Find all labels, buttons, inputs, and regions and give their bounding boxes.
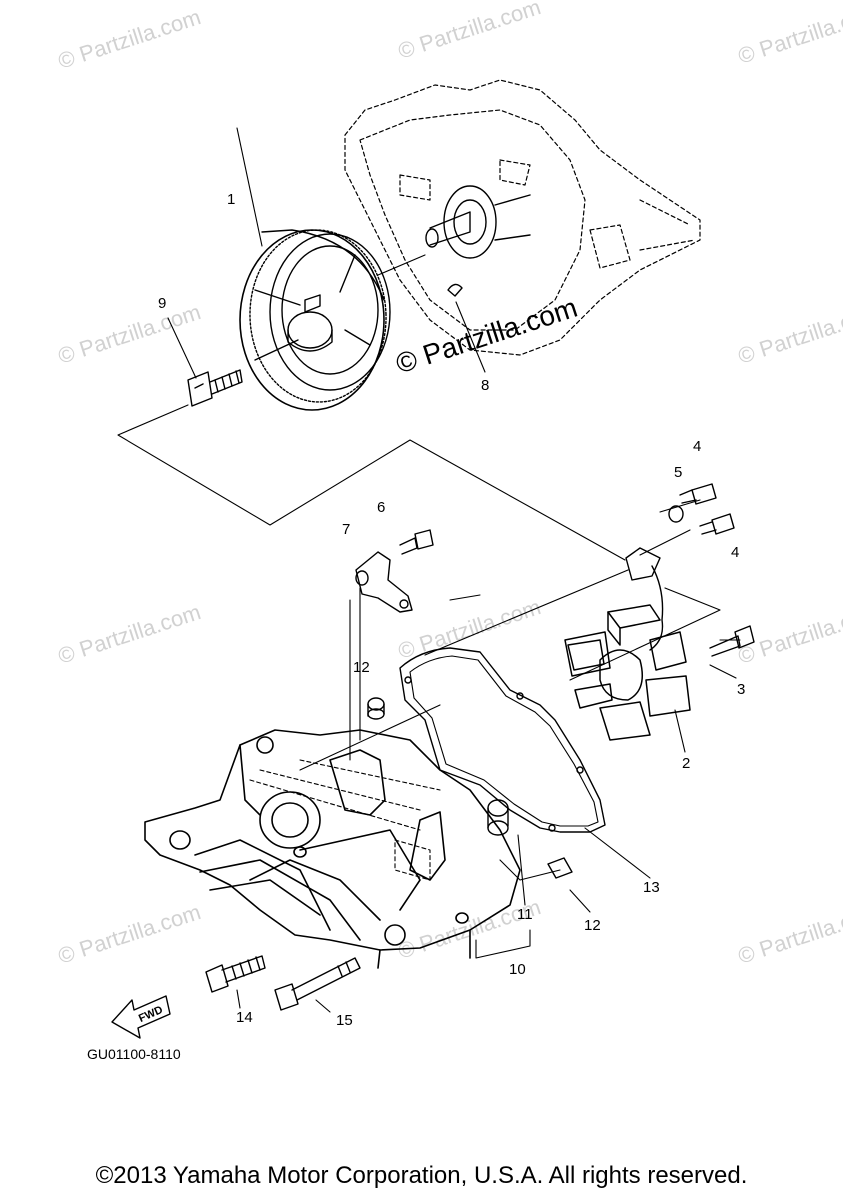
diagram-code: GU01100-8110 <box>87 1046 181 1062</box>
bolt-15 <box>274 957 361 1011</box>
gasket-bolt-holes <box>404 676 584 832</box>
dowel-pin-12-upper <box>367 697 385 720</box>
callout-7: 7 <box>342 521 351 538</box>
callout-11: 11 <box>517 906 533 923</box>
crankshaft-boss <box>425 185 531 259</box>
collar-11 <box>487 799 509 836</box>
callout-13: 13 <box>643 879 660 896</box>
fwd-arrow-icon <box>111 995 171 1039</box>
leader-lines <box>117 127 741 1013</box>
callout-4-lower: 4 <box>731 544 740 561</box>
callout-10: 10 <box>509 961 526 978</box>
crankcase-gasket-13-inner <box>409 655 599 827</box>
copyright-notice: ©2013 Yamaha Motor Corporation, U.S.A. A… <box>95 1162 748 1189</box>
flywheel-rotor-1 <box>239 229 391 411</box>
bolt-14 <box>205 955 266 993</box>
cover-hidden-lines <box>249 759 441 881</box>
callout-12-upper: 12 <box>353 659 370 676</box>
engine-block-outline <box>344 79 701 356</box>
bolt-6 <box>399 529 434 555</box>
bolt-3 <box>709 625 755 657</box>
callout-15: 15 <box>336 1012 353 1029</box>
lead-connector <box>625 547 664 651</box>
stator-assembly-2 <box>564 604 691 741</box>
callout-6: 6 <box>377 499 386 516</box>
washer-5 <box>668 505 684 523</box>
crankcase-gasket-13 <box>399 647 606 833</box>
callout-1: 1 <box>227 191 236 208</box>
bolt-4-upper <box>679 483 717 505</box>
callout-4-upper: 4 <box>693 438 702 455</box>
pickup-coil-7 <box>355 551 413 613</box>
bolt-4-lower <box>699 513 735 535</box>
dowel-pin-12-lower <box>547 857 573 879</box>
callout-8: 8 <box>481 377 490 394</box>
flywheel-bolt-9 <box>187 369 243 407</box>
callout-3: 3 <box>737 681 746 698</box>
callout-5: 5 <box>674 464 683 481</box>
callout-9: 9 <box>158 295 167 312</box>
callout-14: 14 <box>236 1009 253 1026</box>
callout-12-lower: 12 <box>584 917 601 934</box>
crankcase-cover-10 <box>144 729 521 969</box>
woodruff-key-8 <box>447 283 463 297</box>
callout-2: 2 <box>682 755 691 772</box>
